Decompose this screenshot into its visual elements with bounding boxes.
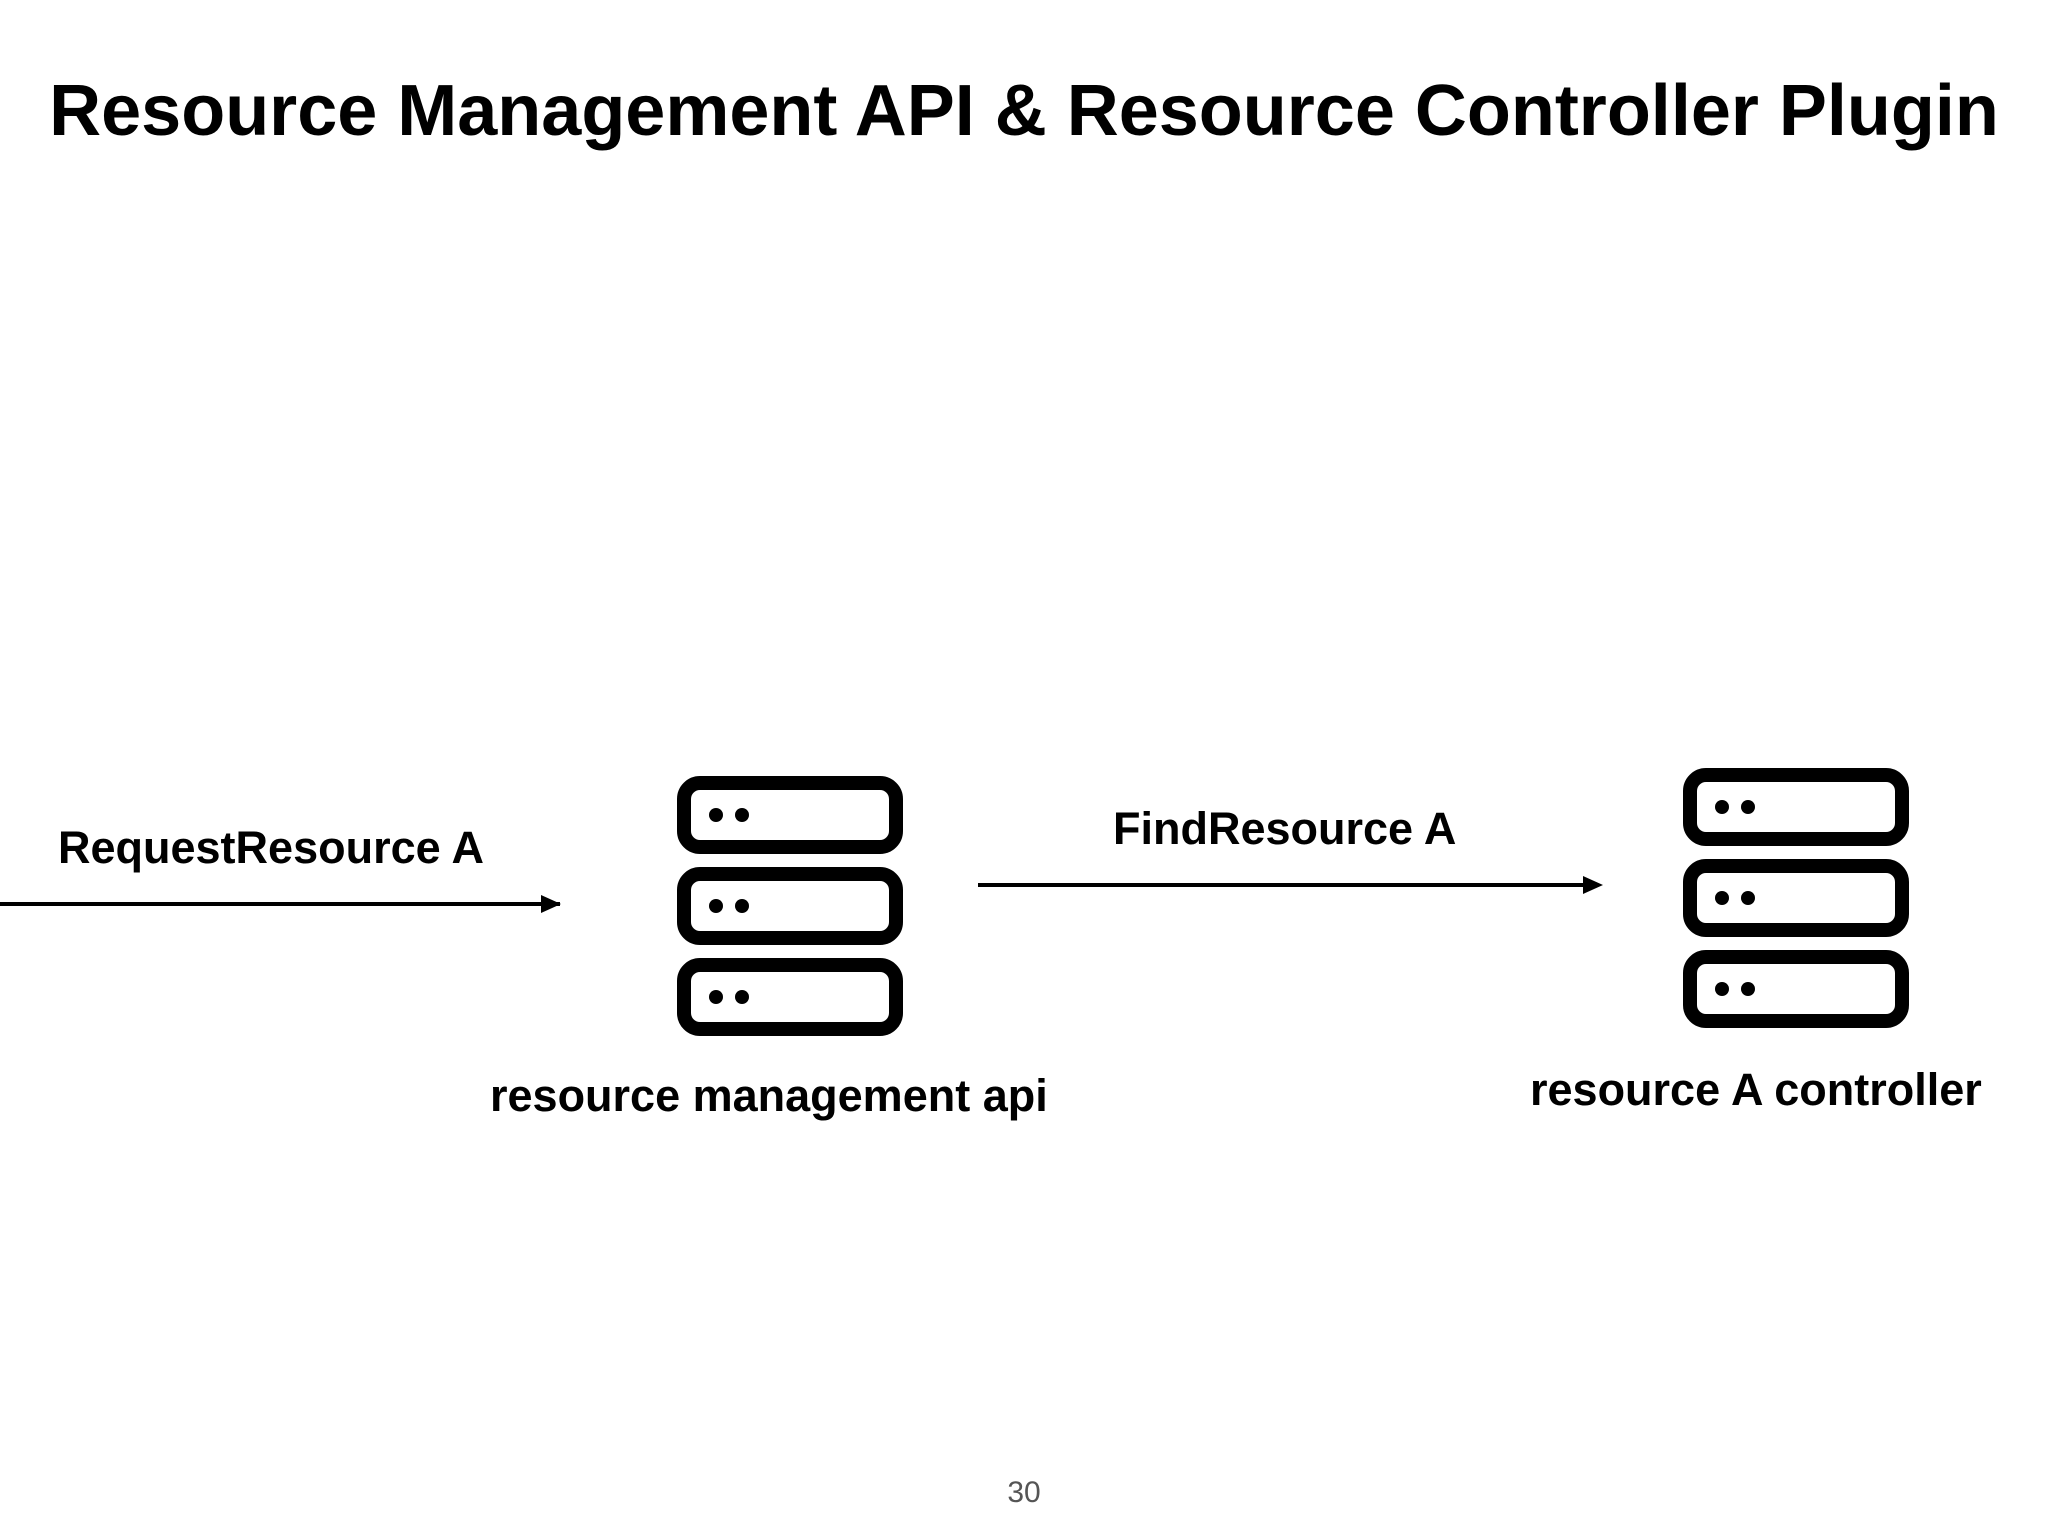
page-number: 30 xyxy=(1007,1476,1041,1509)
server-stack-icon xyxy=(677,776,903,1036)
request-arrow xyxy=(0,895,561,913)
request-edge-label: RequestResource A xyxy=(58,822,484,873)
controller-node-label: resource A controller xyxy=(1530,1064,1982,1115)
api-node-label: resource management api xyxy=(490,1070,1048,1121)
server-stack-icon xyxy=(1683,768,1909,1028)
find-edge-label: FindResource A xyxy=(1113,803,1457,854)
slide-title: Resource Management API & Resource Contr… xyxy=(49,71,1999,151)
find-arrow xyxy=(978,876,1603,894)
